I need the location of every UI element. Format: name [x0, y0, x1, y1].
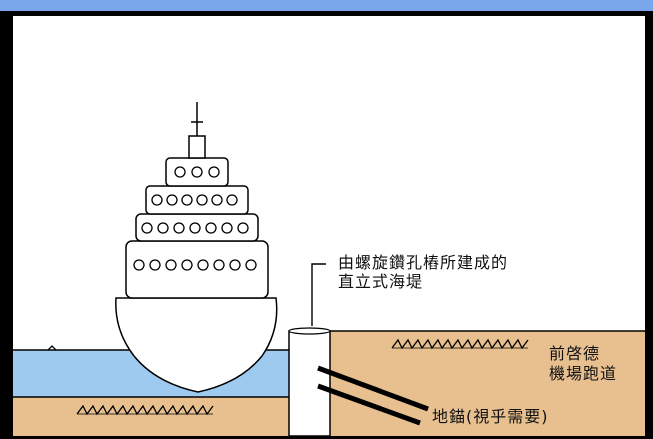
water-mark: [47, 345, 57, 351]
soil-hatch-seabed: [76, 404, 214, 416]
soil-hatch-runway: [391, 338, 529, 350]
ship: [115, 102, 278, 393]
ship-tier-1: [125, 240, 269, 299]
top-banner: [0, 0, 653, 11]
frame-right: [645, 11, 653, 439]
ship-funnel: [188, 135, 206, 159]
runway-land: [330, 331, 645, 436]
banner-border: [0, 11, 653, 16]
ground-anchor-lower: [317, 383, 421, 426]
seawall-label-line1: 由螺旋鑽孔樁所建成的: [338, 253, 509, 272]
seawall-pile: [288, 330, 331, 437]
ground-anchor-upper: [317, 365, 429, 412]
seawall-pile-top: [288, 327, 331, 335]
ship-hull: [115, 297, 278, 393]
runway-label-line1: 前啓德: [549, 344, 601, 363]
seabed: [13, 397, 289, 436]
portholes: [133, 166, 257, 271]
frame-left: [0, 11, 13, 439]
anchor-label: 地錨(視乎需要): [432, 407, 549, 426]
seawall-label-line2: 直立式海堤: [338, 272, 424, 291]
frame-bottom: [0, 436, 653, 439]
runway-label-line2: 機場跑道: [549, 364, 618, 383]
seawall-leader-line: [311, 263, 326, 326]
